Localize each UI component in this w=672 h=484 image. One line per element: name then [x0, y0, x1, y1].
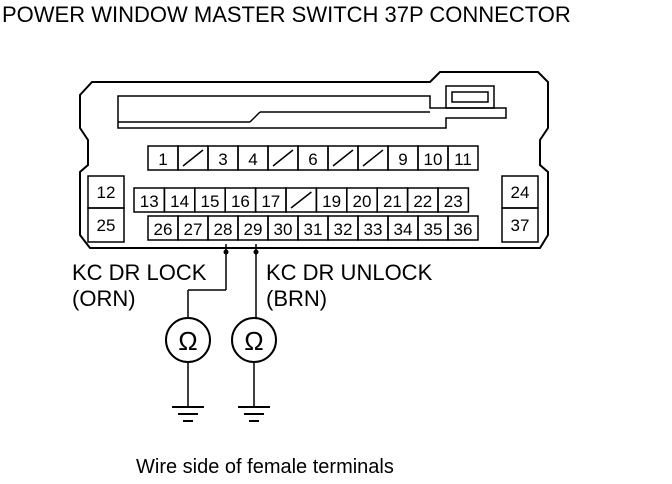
terminal-number: 11 [454, 150, 472, 169]
terminal-number: 9 [398, 150, 407, 169]
terminal-number: 12 [97, 183, 116, 202]
terminal-cell [437, 187, 470, 213]
terminal-number: 22 [413, 192, 432, 211]
terminal-number: 34 [394, 220, 413, 239]
terminal-number: 31 [304, 220, 323, 239]
probe-1-label: KC DR LOCK [72, 260, 207, 285]
diagram-caption: Wire side of female terminals [136, 456, 394, 478]
probe-1-wire-color: (ORN) [72, 286, 136, 311]
latch-tab [117, 85, 507, 129]
probe-wiring [187, 244, 259, 318]
terminal-cell [447, 215, 479, 241]
terminal-number: 1 [158, 150, 167, 169]
terminal-number: 36 [454, 220, 473, 239]
ground-1-icon [172, 406, 204, 422]
empty-terminal-slash [332, 149, 354, 167]
diagram-title: POWER WINDOW MASTER SWITCH 37P CONNECTOR [2, 2, 571, 27]
terminal-number: 35 [424, 220, 443, 239]
terminal-number: 28 [214, 220, 233, 239]
terminal-row-1: 1 3 4 6 9 10 11 [147, 145, 479, 171]
terminal-number: 13 [140, 192, 159, 211]
ohmmeter-2-icon: Ω [231, 317, 277, 406]
terminal-number: 21 [383, 192, 402, 211]
terminal-number: 6 [308, 150, 317, 169]
svg-text:Ω: Ω [178, 326, 197, 356]
terminal-number: 30 [274, 220, 293, 239]
connector-housing [79, 71, 549, 249]
terminal-number: 14 [170, 192, 189, 211]
terminal-number: 32 [334, 220, 353, 239]
terminal-number: 19 [322, 192, 341, 211]
empty-terminal-slash [290, 191, 312, 209]
ohmmeter-1-icon: Ω [165, 317, 211, 406]
ground-2-icon [238, 406, 270, 422]
terminal-number: 24 [511, 183, 530, 202]
side-terminals: 12 25 24 37 [87, 175, 539, 243]
empty-terminal-slash [182, 149, 204, 167]
terminal-number: 26 [154, 220, 173, 239]
terminal-number: 29 [244, 220, 263, 239]
terminal-cell [87, 207, 125, 243]
terminal-number: 10 [424, 150, 443, 169]
terminal-row-2: 13 14 15 16 17 19 20 21 22 23 [133, 187, 470, 213]
terminal-number: 17 [261, 192, 280, 211]
empty-terminal-slash [272, 149, 294, 167]
svg-text:Ω: Ω [244, 326, 263, 356]
terminal-number: 3 [218, 150, 227, 169]
terminal-number: 27 [184, 220, 203, 239]
terminal-number: 4 [248, 150, 257, 169]
probe-2-wire-color: (BRN) [266, 286, 327, 311]
terminal-number: 37 [511, 216, 530, 235]
terminal-cell [501, 207, 539, 243]
terminal-cell [447, 145, 479, 171]
empty-terminal-slash [362, 149, 384, 167]
terminal-number: 20 [353, 192, 372, 211]
terminal-number: 15 [201, 192, 220, 211]
terminal-number: 23 [444, 192, 463, 211]
terminal-number: 33 [364, 220, 383, 239]
terminal-number: 25 [97, 216, 116, 235]
probe-2-label: KC DR UNLOCK [266, 260, 433, 285]
terminal-number: 16 [231, 192, 250, 211]
terminal-row-3: 26 27 28 29 30 31 32 33 34 35 36 [147, 215, 479, 241]
